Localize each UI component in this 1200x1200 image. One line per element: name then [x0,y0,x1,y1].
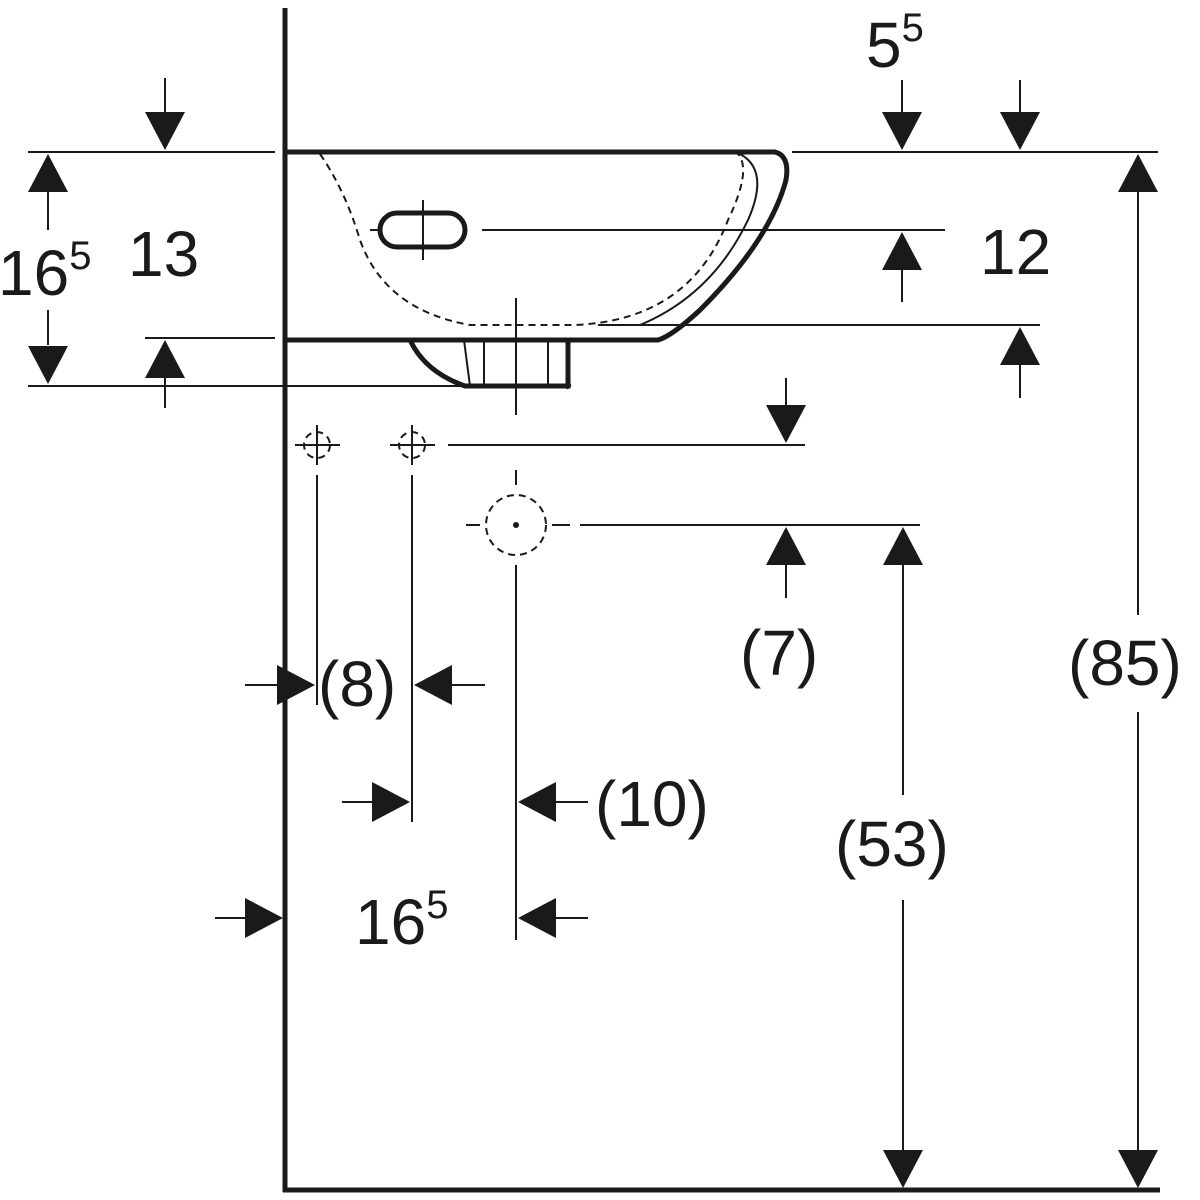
arrow-left-tap-spacing [414,665,452,705]
arrow-left-tap-to-drain [518,782,556,822]
arrow-up-overflow [882,232,922,270]
wall-and-floor [282,8,1160,1193]
label-tap-spacing: (8) [318,648,396,720]
label-tap-to-drain: (10) [595,768,709,840]
basin-drain-outlet [565,340,572,390]
basin-inner-edge [598,153,759,326]
tap-symbol-right [390,425,435,822]
arrow-down-bowl-height [28,346,68,384]
tap-symbol-left [295,425,340,705]
arrow-up-bowl-height [28,154,68,192]
label-rim-offset: 55 [866,6,924,81]
label-overflow-height: 12 [980,216,1051,288]
arrow-up-basin-depth [145,340,185,378]
arrow-up-overflow-base [1000,327,1040,365]
label-waste-height: (53) [835,808,949,880]
extension-lines [28,151,1158,526]
label-bowl-height: 165 [0,234,91,309]
arrow-right-wall-to-drain [245,898,283,938]
waste-symbol [466,470,570,940]
dimension-arrows [28,78,1158,1188]
label-basin-depth: 13 [128,218,199,290]
arrow-down-rim-offset-2 [1000,112,1040,150]
basin-bowl-hidden-line [319,153,745,326]
label-rim-height: (85) [1068,627,1182,699]
arrow-up-waste-offset [766,527,806,565]
washbasin [287,149,945,415]
basin-outline [287,149,790,389]
label-wall-to-drain: 165 [355,883,448,958]
arrow-down-rim-height [1118,1150,1158,1188]
arrow-down-waste-height [883,1150,923,1188]
arrow-right-tap-spacing [277,665,315,705]
arrow-right-tap-to-drain [372,782,410,822]
arrow-up-rim-height [1118,154,1158,192]
label-supply-above-waste: (7) [740,617,818,689]
arrow-down-basin-depth [145,112,185,150]
dimension-labels: 165 13 55 12 (8) (10) 165 (7) (53) (85) [0,6,1182,958]
arrow-left-wall-to-drain [518,898,556,938]
arrow-up-waste-height [883,527,923,565]
arrow-down-supply [766,405,806,443]
drain-hatch [463,339,549,387]
arrow-down-rim-offset-1 [882,112,922,150]
